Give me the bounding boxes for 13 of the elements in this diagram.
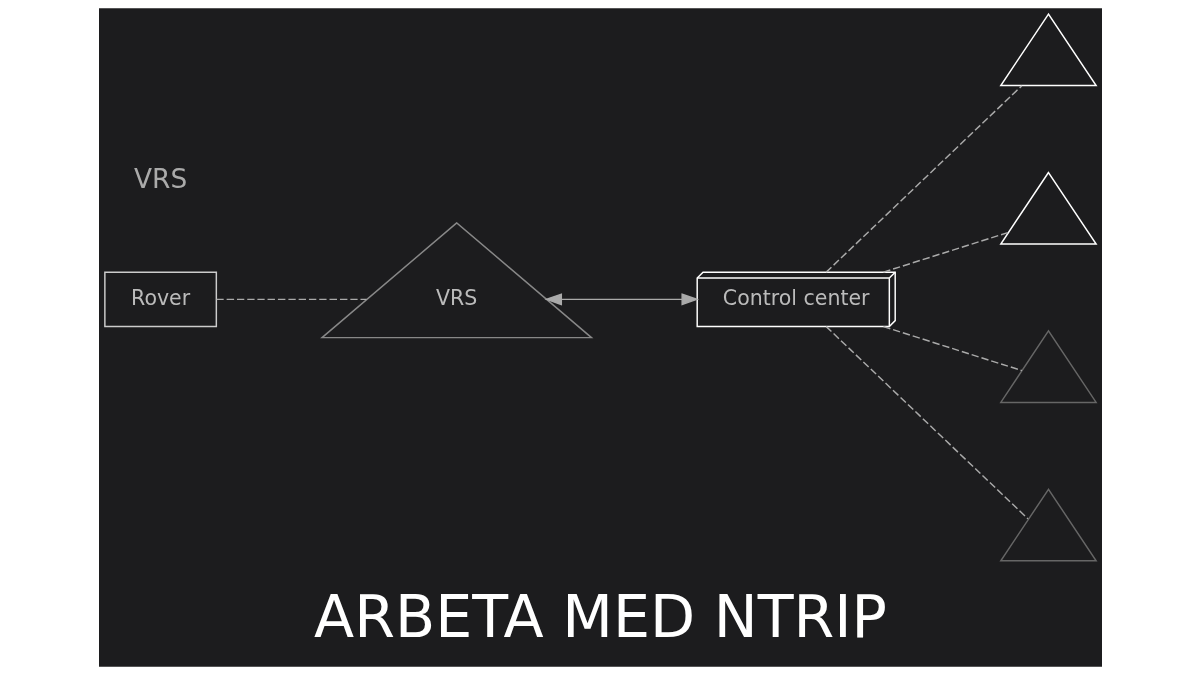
connector: [882, 231, 1009, 273]
arrow: [543, 293, 699, 306]
node-picture: [998, 329, 1097, 404]
node-box: Rover: [103, 271, 217, 328]
connector: [882, 325, 1023, 372]
connector: [825, 325, 1029, 520]
connector: [215, 298, 367, 301]
node-picture: [998, 171, 1097, 245]
connector: [825, 85, 1022, 273]
node-picture: [998, 487, 1097, 562]
label: VRS: [133, 163, 187, 195]
node-picture: [998, 12, 1097, 87]
diagram-title: ARBETA MED NTRIP: [313, 583, 887, 652]
